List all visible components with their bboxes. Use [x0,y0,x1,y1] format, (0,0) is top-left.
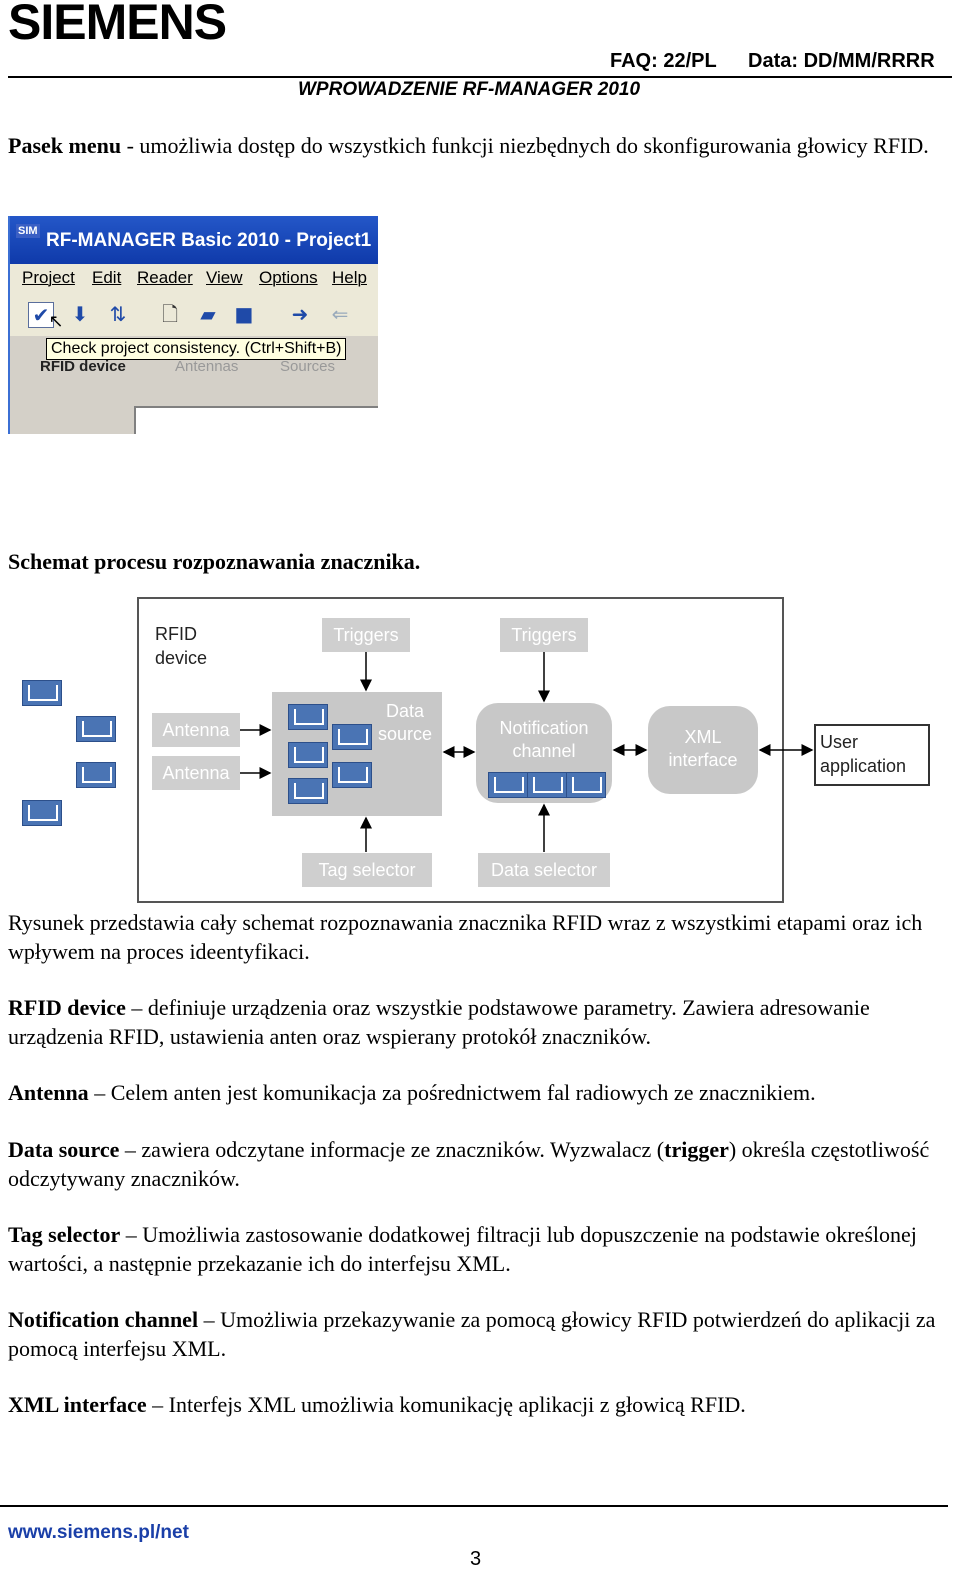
save-icon[interactable]: ■ [234,302,254,326]
paragraph-text: – Umożliwia przekazywanie za pomocą głow… [8,1307,936,1361]
upload-icon[interactable]: ⇅ [109,302,127,326]
paragraph-text: – zawiera odczytane informacje ze znaczn… [119,1137,665,1162]
paragraph-text: – Celem anten jest komunikacja za pośred… [88,1080,816,1105]
triggers-box-1: Triggers [322,618,410,652]
user-application-box: User application [814,724,930,786]
tag-icon [332,762,372,788]
tab-antennas[interactable]: Antennas [175,358,239,375]
paragraph-term: Data source [8,1137,120,1162]
intro-paragraph: Pasek menu - umożliwia dostęp do wszystk… [8,131,948,160]
xml-interface-box: XML interface [648,706,758,794]
menu-view[interactable]: View [206,268,243,287]
back-icon[interactable]: ⇐ [331,302,349,326]
antenna-box-1: Antenna [152,713,240,747]
forward-icon[interactable]: ➜ [291,302,309,326]
diagram-frame [137,597,784,903]
notification-channel-box: Notification channel [476,703,612,803]
toolbar: ✔ ⬇ ⇅ 🗋 ▰ ■ ➜ ⇐ ↖ [10,294,378,336]
document-title: WPROWADZENIE RF-MANAGER 2010 [298,79,641,100]
paragraph-term-trigger: trigger [664,1137,729,1162]
data-selector-box: Data selector [478,853,610,887]
paragraph-term: Notification channel [8,1307,199,1332]
header-rule [8,76,952,78]
mouse-cursor-icon: ↖ [48,311,64,332]
siemens-logo: SIEMENS [8,0,227,50]
menu-bar: Project Edit Reader View Options Help [10,264,378,294]
menu-project[interactable]: Project [22,268,75,287]
paragraph-data-source: Data source – zawiera odczytane informac… [8,1135,948,1193]
paragraph-term: Antenna [8,1080,89,1105]
download-icon[interactable]: ⬇ [71,302,89,326]
diagram-description: Rysunek przedstawia cały schemat rozpozn… [8,908,948,966]
paragraph-xml-interface: XML interface – Interfejs XML umożliwia … [8,1390,948,1419]
tag-icon [76,762,116,788]
xml-interface-label: XML interface [668,727,738,770]
content-panel [134,406,378,434]
app-logo: SIM [16,224,40,238]
tooltip: Check project consistency. (Ctrl+Shift+B… [46,338,347,360]
tag-icon [76,716,116,742]
paragraph-notification-channel: Notification channel – Umożliwia przekaz… [8,1305,948,1363]
menu-help[interactable]: Help [332,268,367,287]
paragraph-text: – definiuje urządzenia oraz wszystkie po… [8,995,870,1049]
check-consistency-icon[interactable]: ✔ [28,302,54,328]
new-file-icon[interactable]: 🗋 [161,302,179,326]
rfid-device-label: RFID device [155,624,208,668]
antenna-box-2: Antenna [152,756,240,790]
tag-icon [488,772,528,798]
tab-rfid-device[interactable]: RFID device [40,358,126,375]
tab-sources[interactable]: Sources [280,358,336,375]
paragraph-text: – Interfejs XML umożliwia komunikację ap… [146,1392,746,1417]
tag-icon [332,724,372,750]
tag-icon [22,800,62,826]
tab-row: RFID device Antennas Sources [10,358,378,380]
paragraph-rfid-device: RFID device – definiuje urządzenia oraz … [8,993,948,1051]
intro-term: Pasek menu [8,133,122,158]
paragraph-text: – Umożliwia zastosowanie dodatkowej filt… [8,1222,917,1276]
data-source-label: Data source [377,701,433,744]
tag-icon [288,742,328,768]
paragraph-term: RFID device [8,995,126,1020]
triggers-box-2: Triggers [500,618,588,652]
tag-selector-box: Tag selector [302,853,432,887]
footer-link[interactable]: www.siemens.pl/net [8,1522,189,1543]
paragraph-text: ) określa częstotliwość odczytywany znac… [8,1137,930,1191]
paragraph-term: XML interface [8,1392,147,1417]
tag-icon [527,772,567,798]
paragraph-text: Rysunek przedstawia cały schemat rozpozn… [8,910,923,964]
rf-manager-screenshot: SIM RF-MANAGER Basic 2010 - Project1 Pro… [8,216,378,434]
schema-heading: Schemat procesu rozpoznawania znacznika. [8,549,421,574]
paragraph-tag-selector: Tag selector – Umożliwia zastosowanie do… [8,1220,948,1278]
intro-text: - umożliwia dostęp do wszystkich funkcji… [121,133,929,158]
paragraph-term: Tag selector [8,1222,121,1247]
tag-icon [566,772,606,798]
open-folder-icon[interactable]: ▰ [200,302,216,326]
menu-reader[interactable]: Reader [137,268,193,287]
paragraph-antenna: Antenna – Celem anten jest komunikacja z… [8,1078,948,1107]
data-source-box: Data source [272,692,442,816]
page-number: 3 [470,1548,482,1570]
menu-edit[interactable]: Edit [92,268,122,287]
notification-channel-label: Notification channel [499,718,589,761]
window-titlebar: SIM RF-MANAGER Basic 2010 - Project1 [10,216,378,264]
window-title: RF-MANAGER Basic 2010 - Project1 [46,230,372,251]
document-date: Data: DD/MM/RRRR [748,50,935,72]
user-application-label: User application [820,732,907,776]
faq-number: FAQ: 22/PL [610,50,717,72]
footer-rule [0,1505,948,1507]
menu-options[interactable]: Options [259,268,318,287]
tag-icon [288,778,328,804]
tag-icon [22,680,62,706]
tag-icon [288,704,328,730]
